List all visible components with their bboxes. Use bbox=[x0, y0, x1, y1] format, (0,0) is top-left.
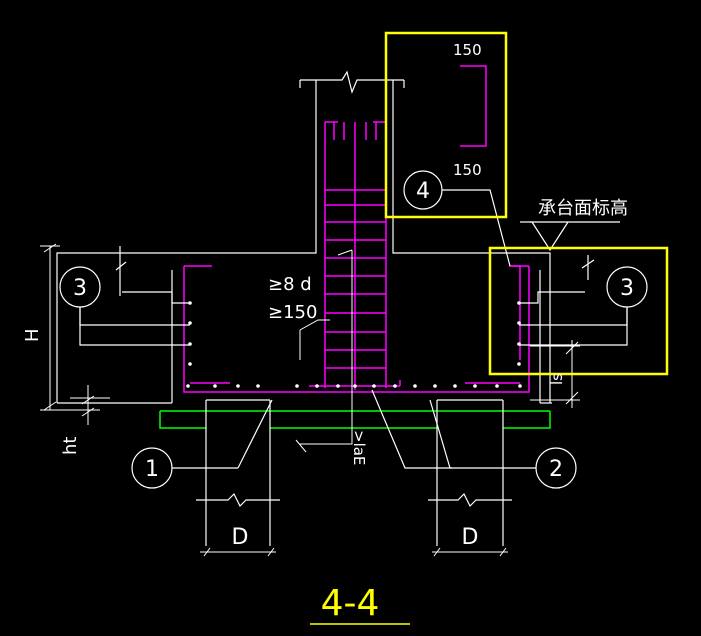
dim-ls: ls bbox=[548, 373, 566, 385]
dim-d-left: D bbox=[232, 525, 249, 550]
dim-top-150: 150 bbox=[453, 41, 482, 59]
dim-mid-150: 150 bbox=[453, 161, 482, 179]
dim-ge150: ≥150 bbox=[268, 302, 317, 323]
callout-1: 1 bbox=[145, 457, 159, 482]
callout-4: 4 bbox=[416, 179, 430, 204]
highlight-boxes bbox=[384, 31, 669, 376]
cap-elevation-label: 承台面标高 bbox=[538, 198, 628, 219]
cap-bottom-rebar bbox=[183, 265, 530, 393]
rebar-dots bbox=[186, 301, 522, 388]
callout-leaders bbox=[59, 170, 648, 489]
height-dims bbox=[40, 243, 110, 425]
dim-ge8d: ≥8 d bbox=[268, 274, 312, 295]
dim-lae: >laE bbox=[350, 430, 368, 465]
column-outline bbox=[56, 70, 552, 404]
cushion-layer bbox=[159, 410, 551, 429]
section-title: 4-4 bbox=[321, 583, 380, 624]
piles bbox=[196, 399, 512, 546]
dim-ht: ht bbox=[60, 437, 81, 455]
lap-leaders bbox=[295, 249, 353, 453]
detail-stirrup bbox=[460, 65, 521, 360]
callout-3-right: 3 bbox=[620, 276, 634, 301]
dim-d-right: D bbox=[462, 525, 479, 550]
elevation-marker bbox=[520, 221, 620, 252]
pile-dims bbox=[200, 547, 508, 557]
callout-2: 2 bbox=[549, 457, 563, 482]
dim-h: H bbox=[22, 328, 43, 342]
callout-3-left: 3 bbox=[73, 276, 87, 301]
